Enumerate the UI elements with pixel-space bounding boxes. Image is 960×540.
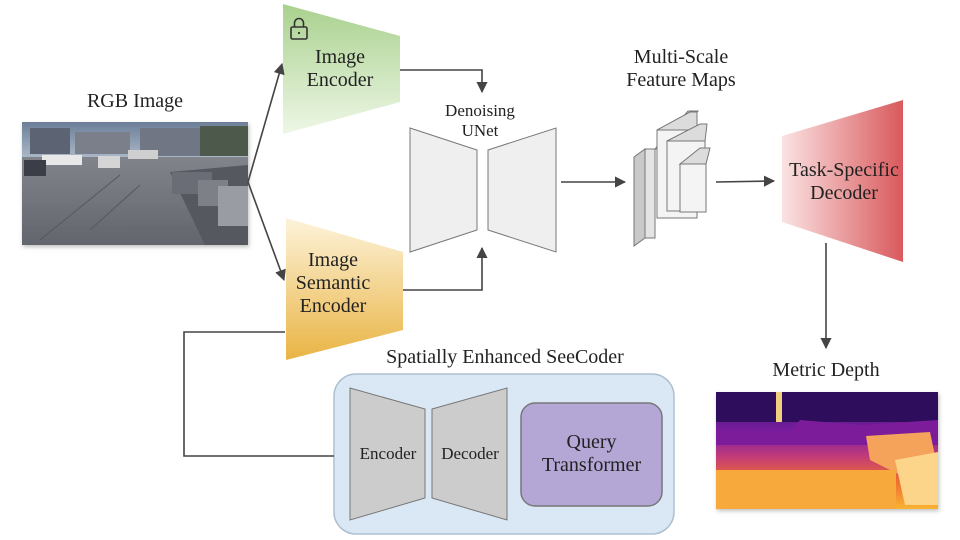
feature-maps-stack (633, 110, 711, 247)
rgb-image (22, 122, 248, 245)
task-decoder-line1: Task-Specific (789, 159, 899, 181)
seecoder-encoder-shape (349, 387, 426, 521)
arrow-rgb-to-semantic-encoder (247, 181, 286, 282)
unet-line1: Denoising (445, 101, 515, 120)
image-encoder-label: Image Encoder (290, 46, 390, 92)
image-encoder-shape (283, 4, 400, 134)
rgb-image-label: RGB Image (86, 90, 184, 112)
semantic-encoder-line1: Image (308, 249, 358, 271)
seecoder-title: Spatially Enhanced SeeCoder (386, 346, 624, 368)
query-transformer-line1: Query (566, 431, 617, 453)
lock-icon (290, 17, 308, 40)
query-transformer-box (520, 402, 663, 507)
query-transformer-line2: Transformer (541, 454, 642, 476)
arrow-feature-maps-to-decoder (715, 175, 776, 187)
arrow-rgb-to-image-encoder (247, 62, 285, 183)
metric-depth-image (716, 392, 938, 509)
feature-maps-label: Multi-Scale Feature Maps (606, 46, 756, 92)
arrow-semantic-encoder-to-unet (403, 246, 488, 291)
semantic-encoder-label: Image Semantic Encoder (283, 249, 383, 318)
query-transformer-label: Query Transformer (521, 431, 662, 477)
line-seecoder-to-semantic-encoder (183, 331, 334, 457)
unet-encoder-half (409, 127, 478, 253)
feature-maps-line1: Multi-Scale (633, 46, 729, 68)
seecoder-decoder-shape (431, 387, 508, 521)
unet-label: Denoising UNet (430, 101, 530, 140)
metric-depth-label: Metric Depth (772, 359, 880, 381)
seecoder-encoder-label: Encoder (359, 444, 417, 463)
unet-line2: UNet (461, 120, 499, 140)
semantic-encoder-shape (286, 218, 403, 360)
semantic-encoder-line2: Semantic (295, 272, 371, 294)
task-decoder-line2: Decoder (810, 182, 878, 204)
feature-maps-line2: Feature Maps (626, 69, 736, 91)
image-encoder-line1: Image (315, 46, 365, 68)
task-decoder-label: Task-Specific Decoder (774, 159, 914, 205)
task-decoder-shape (782, 100, 903, 262)
semantic-encoder-line3: Encoder (299, 295, 367, 317)
image-encoder-line2: Encoder (306, 69, 374, 91)
arrow-image-encoder-to-unet (400, 69, 488, 94)
unet-decoder-half (487, 127, 557, 253)
seecoder-decoder-label: Decoder (441, 444, 499, 463)
